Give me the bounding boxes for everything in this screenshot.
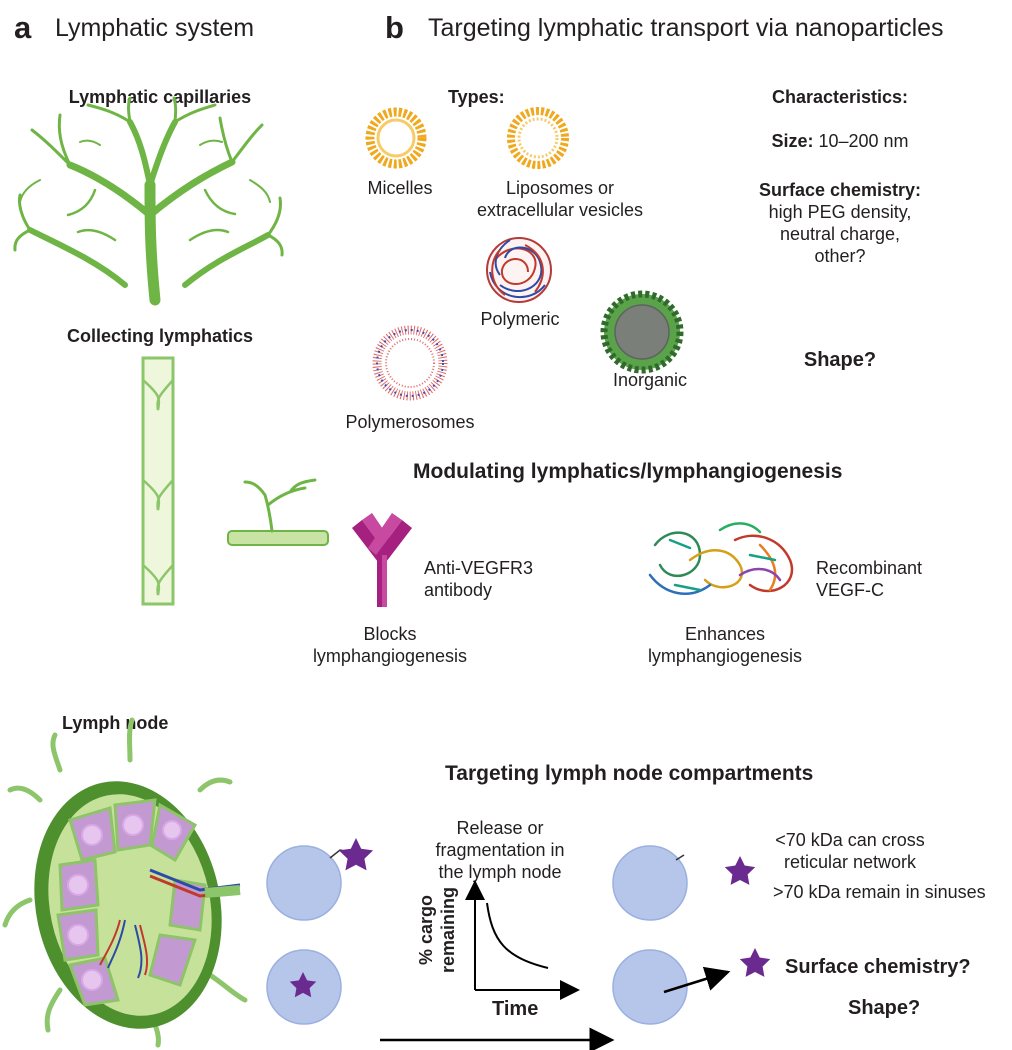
release-label-1: Release or — [456, 818, 544, 838]
surface-heading: Surface chemistry: — [758, 180, 922, 200]
polymeric-label: Polymeric — [480, 309, 560, 329]
surface-line-1: high PEG density, — [768, 202, 912, 222]
cross-label-2: reticular network — [783, 852, 917, 872]
size-value: 10–200 nm — [818, 131, 909, 151]
antibody-label-1: Anti-VEGFR3 — [424, 558, 534, 578]
release-label-2: fragmentation in — [435, 840, 565, 860]
compartments-heading: Targeting lymph node compartments — [445, 762, 814, 785]
surface-chemistry-question: Surface chemistry? — [785, 956, 971, 978]
size-label: Size: — [771, 131, 814, 151]
enhances-label-2: lymphangiogenesis — [647, 646, 803, 666]
enhances-label-1: Enhances — [684, 624, 766, 644]
modulating-heading: Modulating lymphatics/lymphangiogenesis — [413, 460, 843, 483]
capillaries-label: Lymphatic capillaries — [68, 87, 252, 107]
vegf-label-2: VEGF-C — [816, 580, 885, 600]
released-nanoparticle-top — [612, 845, 688, 921]
characteristics-heading: Characteristics: — [771, 87, 909, 107]
encapsulated-cargo-star — [289, 972, 317, 998]
remain-label: >70 kDa remain in sinuses — [773, 882, 986, 902]
time-axis-label: Time — [492, 998, 539, 1020]
surface-line-2: neutral charge, — [779, 224, 901, 244]
liposomes-label-2: extracellular vesicles — [476, 200, 644, 220]
shape-question: Shape? — [848, 997, 921, 1019]
antibody-label-2: antibody — [424, 580, 493, 600]
size-line: Size: 10–200 nm — [740, 131, 940, 152]
inorganic-label: Inorganic — [612, 370, 688, 390]
branching-lymphatic-vessel — [227, 478, 329, 546]
release-label-3: the lymph node — [438, 862, 562, 882]
blocks-label-1: Blocks — [363, 624, 417, 644]
polymeric-particle — [486, 237, 552, 303]
types-heading: Types: — [448, 87, 505, 107]
vegf-c-protein-structure — [648, 522, 794, 595]
polymerosomes-label: Polymerosomes — [345, 412, 475, 432]
liposomes-label-1: Liposomes or — [505, 178, 615, 198]
surface-line-3: other? — [814, 246, 866, 266]
shape-label: Shape? — [803, 349, 877, 371]
released-cargo-star-bottom — [739, 948, 771, 977]
panel-b-letter: b — [385, 10, 404, 45]
polymerosome-particle — [372, 325, 448, 401]
panel-b-title: Targeting lymphatic transport via nanopa… — [428, 14, 944, 42]
lymph-node-label: Lymph node — [62, 713, 169, 733]
decay-curve — [486, 902, 549, 969]
inorganic-particle — [600, 290, 684, 374]
surface-cargo-nanoparticle — [266, 845, 351, 921]
cross-label-1: <70 kDa can cross — [775, 830, 925, 850]
released-nanoparticle-bottom — [612, 949, 688, 1025]
collecting-lymphatic-vessel — [141, 356, 175, 606]
release-arrow — [663, 966, 731, 994]
cargo-release-plot — [465, 880, 580, 1000]
released-cargo-star-top — [724, 856, 756, 885]
micelles-label: Micelles — [367, 178, 433, 198]
micelle-particle — [365, 107, 427, 169]
lymph-node-illustration — [2, 717, 248, 1048]
panel-a-letter: a — [14, 10, 32, 45]
attached-cargo-star — [338, 838, 374, 871]
liposome-particle — [507, 107, 569, 169]
vegf-label-1: Recombinant — [816, 558, 923, 578]
lymphatic-capillaries-tree — [13, 96, 284, 306]
collecting-label: Collecting lymphatics — [66, 326, 254, 346]
panel-a-title: Lymphatic system — [55, 14, 255, 42]
blocks-label-2: lymphangiogenesis — [312, 646, 468, 666]
antibody-icon — [352, 513, 412, 607]
